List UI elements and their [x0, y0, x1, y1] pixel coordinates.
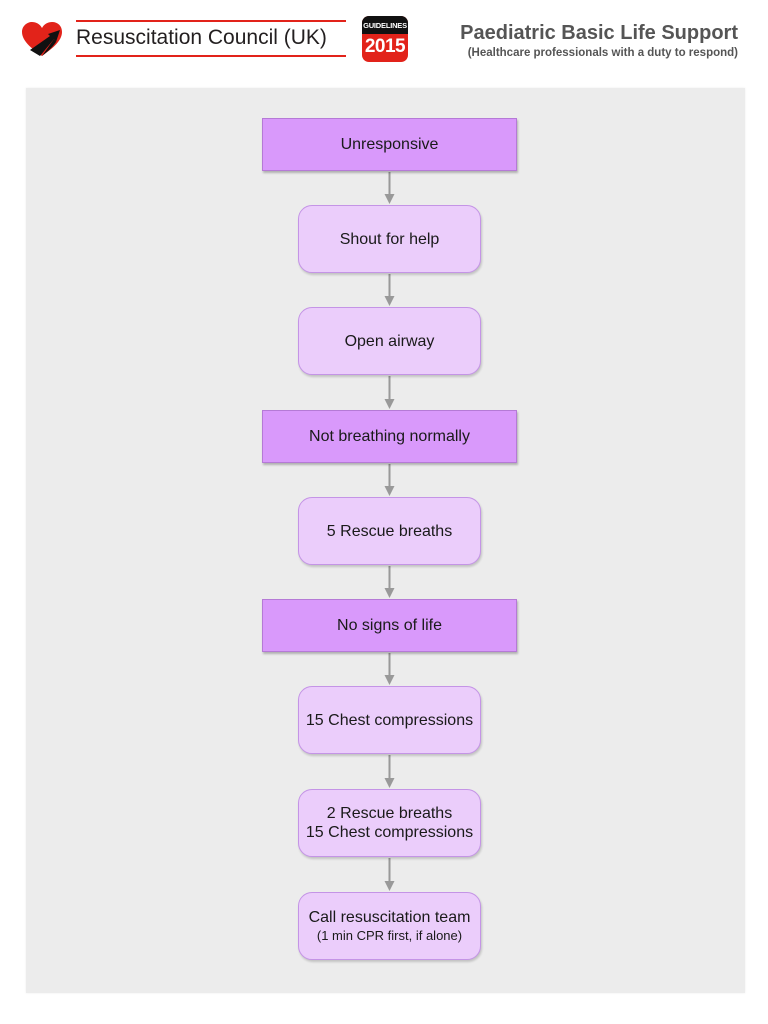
flow-node-cycle: 2 Rescue breaths 15 Chest compressions — [298, 789, 481, 857]
org-rule-top — [76, 20, 346, 22]
flow-node-text: No signs of life — [337, 616, 442, 634]
org-logotype: Resuscitation Council (UK) — [76, 20, 346, 58]
flow-node-text: 15 Chest compressions — [305, 711, 474, 729]
flow-arrow-airway-to-not-breathing — [384, 376, 395, 409]
flow-node-text: Call resuscitation team — [308, 909, 471, 926]
flow-node-airway: Open airway — [298, 307, 481, 375]
page-title-block: Paediatric Basic Life Support (Healthcar… — [460, 22, 738, 59]
flow-arrow-rescue5-to-no-signs — [384, 566, 395, 598]
org-name: Resuscitation Council (UK) — [76, 26, 327, 49]
flow-node-text: Unresponsive — [340, 135, 439, 153]
flow-node-text: 2 Rescue breaths — [326, 805, 453, 822]
flow-node-text: Not breathing normally — [309, 427, 470, 445]
badge-year: 2015 — [364, 36, 406, 57]
arrow-head-icon — [384, 399, 395, 409]
arrow-head-icon — [384, 778, 395, 788]
flow-arrow-unresponsive-to-shout — [384, 172, 395, 204]
flow-node-not-breathing: Not breathing normally — [262, 410, 517, 463]
badge-label: GUIDELINES — [362, 16, 408, 34]
arrow-head-icon — [384, 881, 395, 891]
flow-arrow-shout-to-airway — [384, 274, 395, 306]
flow-node-text: 15 Chest compressions — [305, 824, 474, 841]
flow-node-note: (1 min CPR first, if alone) — [316, 928, 463, 943]
org-rule-bottom — [76, 55, 346, 57]
arrow-head-icon — [384, 588, 395, 598]
flow-arrow-not-breathing-to-rescue5 — [384, 464, 395, 496]
arrow-head-icon — [384, 675, 395, 685]
arrow-head-icon — [384, 194, 395, 204]
flow-arrow-chest15-to-cycle — [384, 755, 395, 788]
flow-node-text: 5 Rescue breaths — [326, 522, 453, 540]
arrow-head-icon — [384, 296, 395, 306]
flow-arrows — [384, 172, 395, 891]
arrow-head-icon — [384, 486, 395, 496]
flow-node-text: Open airway — [344, 332, 435, 350]
flow-node-chest15: 15 Chest compressions — [298, 686, 481, 754]
flow-node-text: Shout for help — [339, 230, 440, 248]
flow-node-shout: Shout for help — [298, 205, 481, 273]
flow-node-unresponsive: Unresponsive — [262, 118, 517, 171]
flow-arrow-cycle-to-call-team — [384, 858, 395, 891]
flow-node-no-signs: No signs of life — [262, 599, 517, 652]
guidelines-badge: GUIDELINES 2015 — [362, 16, 408, 62]
header: Resuscitation Council (UK) GUIDELINES 20… — [0, 0, 768, 80]
flow-arrow-no-signs-to-chest15 — [384, 653, 395, 685]
page-subtitle: (Healthcare professionals with a duty to… — [467, 47, 738, 59]
page-title: Paediatric Basic Life Support — [460, 22, 738, 44]
flow-node-rescue5: 5 Rescue breaths — [298, 497, 481, 565]
flow-node-call-team: Call resuscitation team (1 min CPR first,… — [298, 892, 481, 960]
heart-logo-icon — [22, 22, 62, 56]
